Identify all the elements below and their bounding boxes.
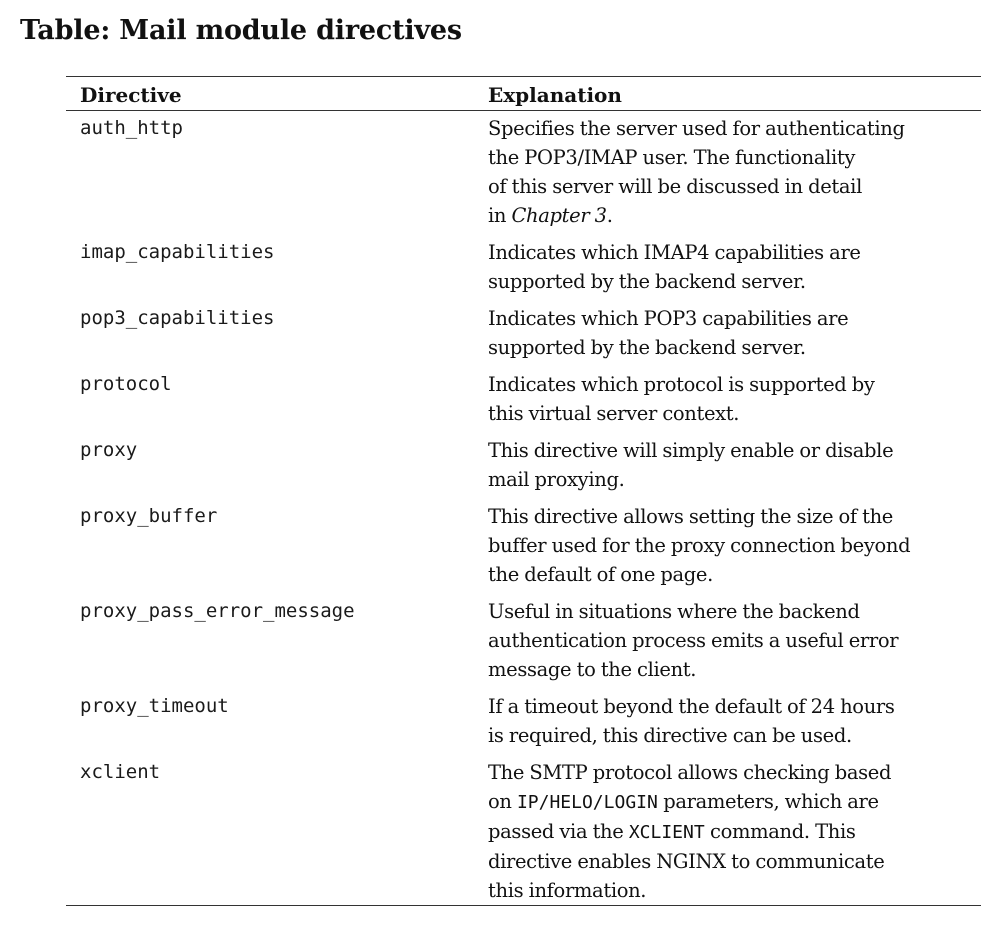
directives-table-container: Directive Explanation auth_http Specifie… [66,76,981,906]
table-row: proxy_buffer This directive allows setti… [66,498,981,593]
table-row: proxy This directive will simply enable … [66,432,981,498]
explanation-line: buffer used for the proxy connection bey… [488,534,911,557]
explanation-line: supported by the backend server. [488,270,806,293]
table-row: xclient The SMTP protocol allows checkin… [66,754,981,906]
explanation-text: parameters, which are [657,790,879,813]
directives-table: Directive Explanation auth_http Specifie… [66,76,981,906]
explanation-cell: Indicates which IMAP4 capabilities are s… [474,234,981,300]
explanation-text: . [606,204,613,227]
explanation-line: This directive allows setting the size o… [488,505,893,528]
directive-cell: proxy_buffer [80,505,218,527]
explanation-cell: If a timeout beyond the default of 24 ho… [474,688,981,754]
explanation-text: on [488,790,517,813]
explanation-line: the POP3/IMAP user. The functionality [488,146,856,169]
explanation-cell: Indicates which protocol is supported by… [474,366,981,432]
explanation-cell: The SMTP protocol allows checking based … [474,754,981,906]
explanation-line: mail proxying. [488,468,625,491]
table-row: pop3_capabilities Indicates which POP3 c… [66,300,981,366]
explanation-text: passed via the [488,820,629,843]
explanation-line: The SMTP protocol allows checking based [488,761,892,784]
explanation-line: is required, this directive can be used. [488,724,852,747]
explanation-line: Indicates which IMAP4 capabilities are [488,241,861,264]
table-body: auth_http Specifies the server used for … [66,111,981,906]
explanation-line: Specifies the server used for authentica… [488,117,905,140]
explanation-line: Indicates which POP3 capabilities are [488,307,849,330]
explanation-line: the default of one page. [488,563,713,586]
explanation-line: If a timeout beyond the default of 24 ho… [488,695,895,718]
header-directive: Directive [66,76,474,111]
table-row: proxy_pass_error_message Useful in situa… [66,593,981,688]
directive-cell: auth_http [80,117,183,139]
explanation-line: this information. [488,879,647,902]
chapter-reference: Chapter 3 [511,204,607,227]
explanation-line: This directive will simply enable or dis… [488,439,894,462]
explanation-text: command. This [704,820,856,843]
explanation-line: message to the client. [488,658,697,681]
header-row: Directive Explanation [66,76,981,111]
explanation-line: authentication process emits a useful er… [488,629,899,652]
directive-cell: protocol [80,373,172,395]
explanation-cell: Indicates which POP3 capabilities are su… [474,300,981,366]
directive-cell: proxy_pass_error_message [80,600,355,622]
table-row: auth_http Specifies the server used for … [66,111,981,235]
directive-cell: imap_capabilities [80,241,275,263]
explanation-cell: Specifies the server used for authentica… [474,111,981,235]
explanation-line: directive enables NGINX to communicate [488,850,885,873]
explanation-text: in [488,204,512,227]
explanation-line: supported by the backend server. [488,336,806,359]
header-explanation: Explanation [474,76,981,111]
explanation-cell: Useful in situations where the backend a… [474,593,981,688]
explanation-line: Useful in situations where the backend [488,600,860,623]
page-title: Table: Mail module directives [20,15,462,46]
explanation-line: of this server will be discussed in deta… [488,175,862,198]
directive-cell: proxy [80,439,138,461]
explanation-line: this virtual server context. [488,402,740,425]
explanation-cell: This directive allows setting the size o… [474,498,981,593]
explanation-cell: This directive will simply enable or dis… [474,432,981,498]
inline-code: IP/HELO/LOGIN [516,792,658,813]
inline-code: XCLIENT [628,822,705,843]
table-row: protocol Indicates which protocol is sup… [66,366,981,432]
directive-cell: pop3_capabilities [80,307,275,329]
table-header: Directive Explanation [66,76,981,111]
table-row: imap_capabilities Indicates which IMAP4 … [66,234,981,300]
directive-cell: proxy_timeout [80,695,229,717]
explanation-line: Indicates which protocol is supported by [488,373,875,396]
directive-cell: xclient [66,754,474,906]
table-row: proxy_timeout If a timeout beyond the de… [66,688,981,754]
